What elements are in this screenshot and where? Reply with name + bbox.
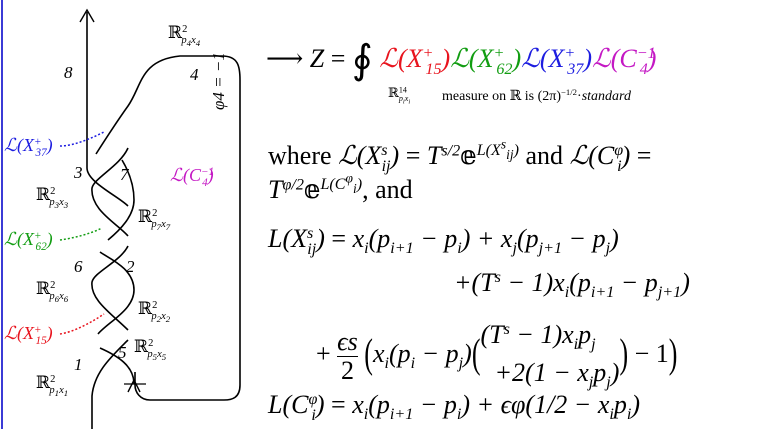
strand-1	[91, 339, 129, 429]
measure-note: measure on ℝ is (2π)−1/2·standard	[442, 87, 631, 104]
strand-number-2: 2	[126, 257, 135, 276]
strand-number-3: 3	[74, 163, 83, 182]
label-L-X37: ℒ(X+37)	[4, 135, 53, 160]
strand-5	[99, 347, 135, 385]
equation-L-def: where ℒ(Xsij) = Ts/2𝕖L(Xsij) and ℒ(Cφi) …	[268, 137, 652, 176]
integration-domain: ℝ14pixi	[388, 85, 411, 106]
strand-number-1: 1	[74, 355, 83, 374]
connector-blue	[59, 131, 105, 147]
label-L-X62: ℒ(X+62)	[4, 229, 53, 254]
knot-diagram	[59, 8, 241, 429]
space-label-p5x5: ℝ2p5x5	[134, 337, 167, 362]
frame-rule	[1, 0, 3, 429]
equation-Z: ⟶ Z = ∮ ℒ(X+15)ℒ(X+62)ℒ(X+37)ℒ(C−14)	[266, 37, 657, 82]
connector-red	[59, 313, 105, 335]
space-label-p1x1: ℝ2p1x1	[36, 373, 69, 398]
connector-green	[59, 227, 103, 241]
equation-L-X-line2: +(Ts − 1)xi(pi+1 − pj+1)	[454, 268, 690, 302]
strand-number-6: 6	[74, 257, 83, 276]
strand-7	[107, 159, 135, 241]
space-label-p3x3: ℝ2p3x3	[36, 185, 69, 210]
label-L-C4: ℒ(C−14)	[170, 165, 215, 190]
phi4-label: φ4 = −1	[209, 52, 228, 110]
equation-L-X-line1: L(Xsij) = xi(pi+1 − pi) + xj(pj+1 − pj)	[268, 224, 619, 259]
strand-number-8: 8	[64, 63, 73, 82]
strand-2	[97, 251, 135, 335]
space-label-p7x7: ℝ2p7x7	[138, 207, 171, 232]
strand-3	[91, 147, 129, 237]
strand-number-5: 5	[118, 343, 127, 362]
space-label-p6x6: ℝ2p6x6	[36, 279, 69, 304]
strand-6	[91, 245, 129, 331]
space-label-p2x2: ℝ2p2x2	[138, 299, 171, 324]
equation-L-C: Tφ/2𝕖L(Cφi), and	[268, 171, 413, 205]
space-label-p4x4: ℝ2p4x4	[168, 23, 201, 48]
strand-number-4: 4	[190, 65, 199, 84]
label-L-X15: ℒ(X+15)	[4, 323, 53, 348]
strand-number-7: 7	[120, 165, 129, 184]
equation-L-C-def: L(Cφi) = xi(pi+1 − pi) + ϵφ(1/2 − xipi)	[268, 390, 641, 425]
strand-8	[86, 12, 129, 207]
strand-4	[95, 55, 241, 401]
